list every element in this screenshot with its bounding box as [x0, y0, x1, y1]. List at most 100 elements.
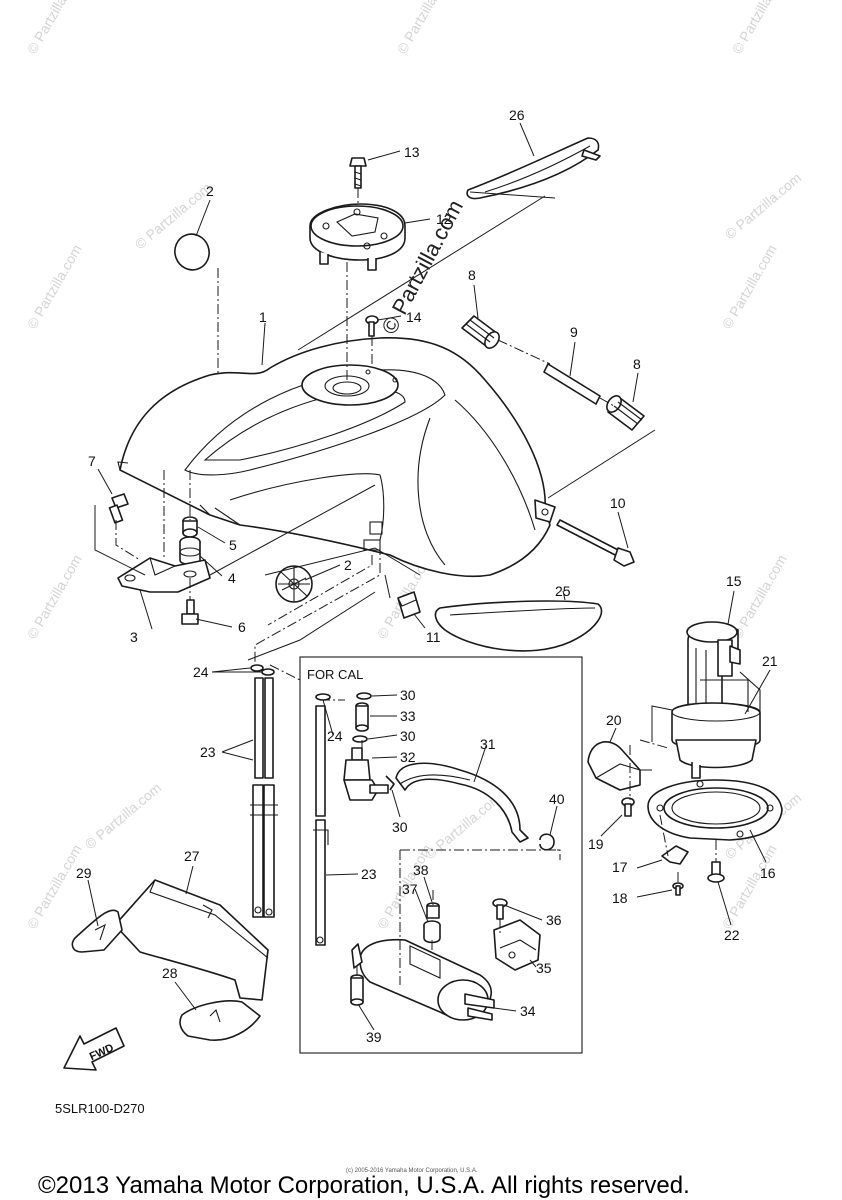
- watermark: © Partzilla.com: [729, 0, 790, 57]
- callout: 5: [229, 537, 237, 553]
- cover-2-lower: [275, 565, 313, 603]
- bracket-35: [493, 919, 541, 971]
- bolt-19: [621, 797, 635, 817]
- callout: 18: [612, 890, 628, 906]
- clips-30: [352, 692, 395, 791]
- callout-labels: 1 2 2 3 4 5 6 7 8 8 9 10 11 12 13 14 15 …: [76, 107, 778, 1045]
- watermark: © Partzilla.com: [24, 552, 85, 642]
- diagram-code: 5SLR100-D270: [55, 1101, 145, 1116]
- callout: 4: [228, 570, 236, 586]
- cover-25: [434, 600, 603, 652]
- hose-23-left: [250, 677, 278, 918]
- watermark: © Partzilla.com: [24, 242, 85, 332]
- assembly-lines: [115, 188, 717, 985]
- callout: 17: [612, 859, 628, 875]
- fuel-pump-body-21: [671, 671, 761, 779]
- callout: 28: [162, 965, 178, 981]
- damper-4: [179, 536, 201, 566]
- callout: 14: [406, 309, 422, 325]
- watermark: © Partzilla.com: [722, 169, 805, 242]
- watermark: © Partzilla.com: [24, 842, 85, 932]
- callout: 25: [555, 583, 571, 599]
- cover-2-upper: [174, 233, 210, 271]
- watermark: © Partzilla.com: [729, 552, 790, 642]
- bolt-10: [556, 519, 635, 567]
- callout: 6: [238, 619, 246, 635]
- callout: 34: [520, 1003, 536, 1019]
- callout: 27: [184, 848, 200, 864]
- watermark: © Partzilla.com: [24, 0, 85, 57]
- watermark: © Partzilla.com: [394, 0, 455, 57]
- for-cal-label: FOR CAL: [307, 667, 363, 682]
- pipe-33: [355, 702, 369, 732]
- callout: 15: [726, 573, 742, 589]
- callout: 19: [588, 836, 604, 852]
- washers-24: [250, 664, 275, 676]
- screw-18: [672, 882, 684, 896]
- fwd-arrow-icon: FWD: [63, 1027, 125, 1071]
- plate-16: [647, 779, 783, 841]
- reference-lines: [94, 191, 673, 771]
- cover-28: [179, 1000, 261, 1041]
- canister-34: [351, 938, 495, 1021]
- callout: 35: [536, 960, 552, 976]
- bolt-7: [108, 493, 129, 524]
- hose-39: [350, 974, 364, 1006]
- watermark: © Partzilla.com: [82, 779, 165, 852]
- callout: 16: [760, 865, 776, 881]
- cover-29: [71, 909, 123, 953]
- callout: 24: [193, 664, 209, 680]
- callout: 30: [392, 819, 408, 835]
- filler-opening: [301, 364, 399, 406]
- washer-24-small: [315, 693, 331, 701]
- callout: 32: [400, 749, 416, 765]
- valve-32: [343, 747, 389, 801]
- bolt-6: [181, 599, 199, 625]
- clip-17: [661, 845, 689, 865]
- callout: 8: [633, 356, 641, 372]
- callout: 22: [724, 927, 740, 943]
- bracket-20: [587, 741, 641, 791]
- callout: 29: [76, 865, 92, 881]
- copyright-notice: ©2013 Yamaha Motor Corporation, U.S.A. A…: [38, 1172, 690, 1199]
- damper-8-right: [606, 395, 645, 431]
- bracket-3: [117, 557, 211, 593]
- callout: 8: [468, 267, 476, 283]
- callout: 10: [610, 495, 626, 511]
- bolt-13: [349, 157, 367, 189]
- callout: 3: [130, 629, 138, 645]
- callout: 40: [549, 791, 565, 807]
- fine-print: (c) 2005-2016 Yamaha Motor Corporation, …: [346, 1168, 478, 1174]
- callout: 21: [762, 653, 778, 669]
- callout: 37: [402, 881, 418, 897]
- callout: 12: [436, 211, 452, 227]
- damper-8-left: [461, 315, 500, 349]
- watermark: © Partzilla.com: [719, 242, 780, 332]
- callout: 30: [400, 687, 416, 703]
- fuel-tank: [117, 337, 556, 578]
- callout: 11: [426, 629, 441, 645]
- callout: 36: [546, 912, 562, 928]
- callout: 39: [366, 1029, 382, 1045]
- callout: 9: [570, 324, 578, 340]
- cover-27: [114, 879, 269, 1001]
- callout: 23: [200, 744, 216, 760]
- watermark: © Partzilla.com: [422, 789, 505, 862]
- hose-31: [395, 762, 529, 843]
- callout: 20: [606, 712, 622, 728]
- callout: 2: [344, 557, 352, 573]
- callout: 2: [206, 183, 214, 199]
- callout: 26: [509, 107, 525, 123]
- hose-23-right: [313, 705, 329, 946]
- pipe-9: [543, 363, 601, 405]
- callout: 33: [400, 708, 416, 724]
- callout: 7: [88, 453, 96, 469]
- leader-lines: [87, 122, 771, 1031]
- screw-14: [365, 315, 379, 337]
- bolt-36: [492, 898, 508, 920]
- callout: 24: [327, 728, 343, 744]
- callout: 38: [413, 862, 429, 878]
- callout: 30: [400, 728, 416, 744]
- fuel-cap: [309, 203, 406, 271]
